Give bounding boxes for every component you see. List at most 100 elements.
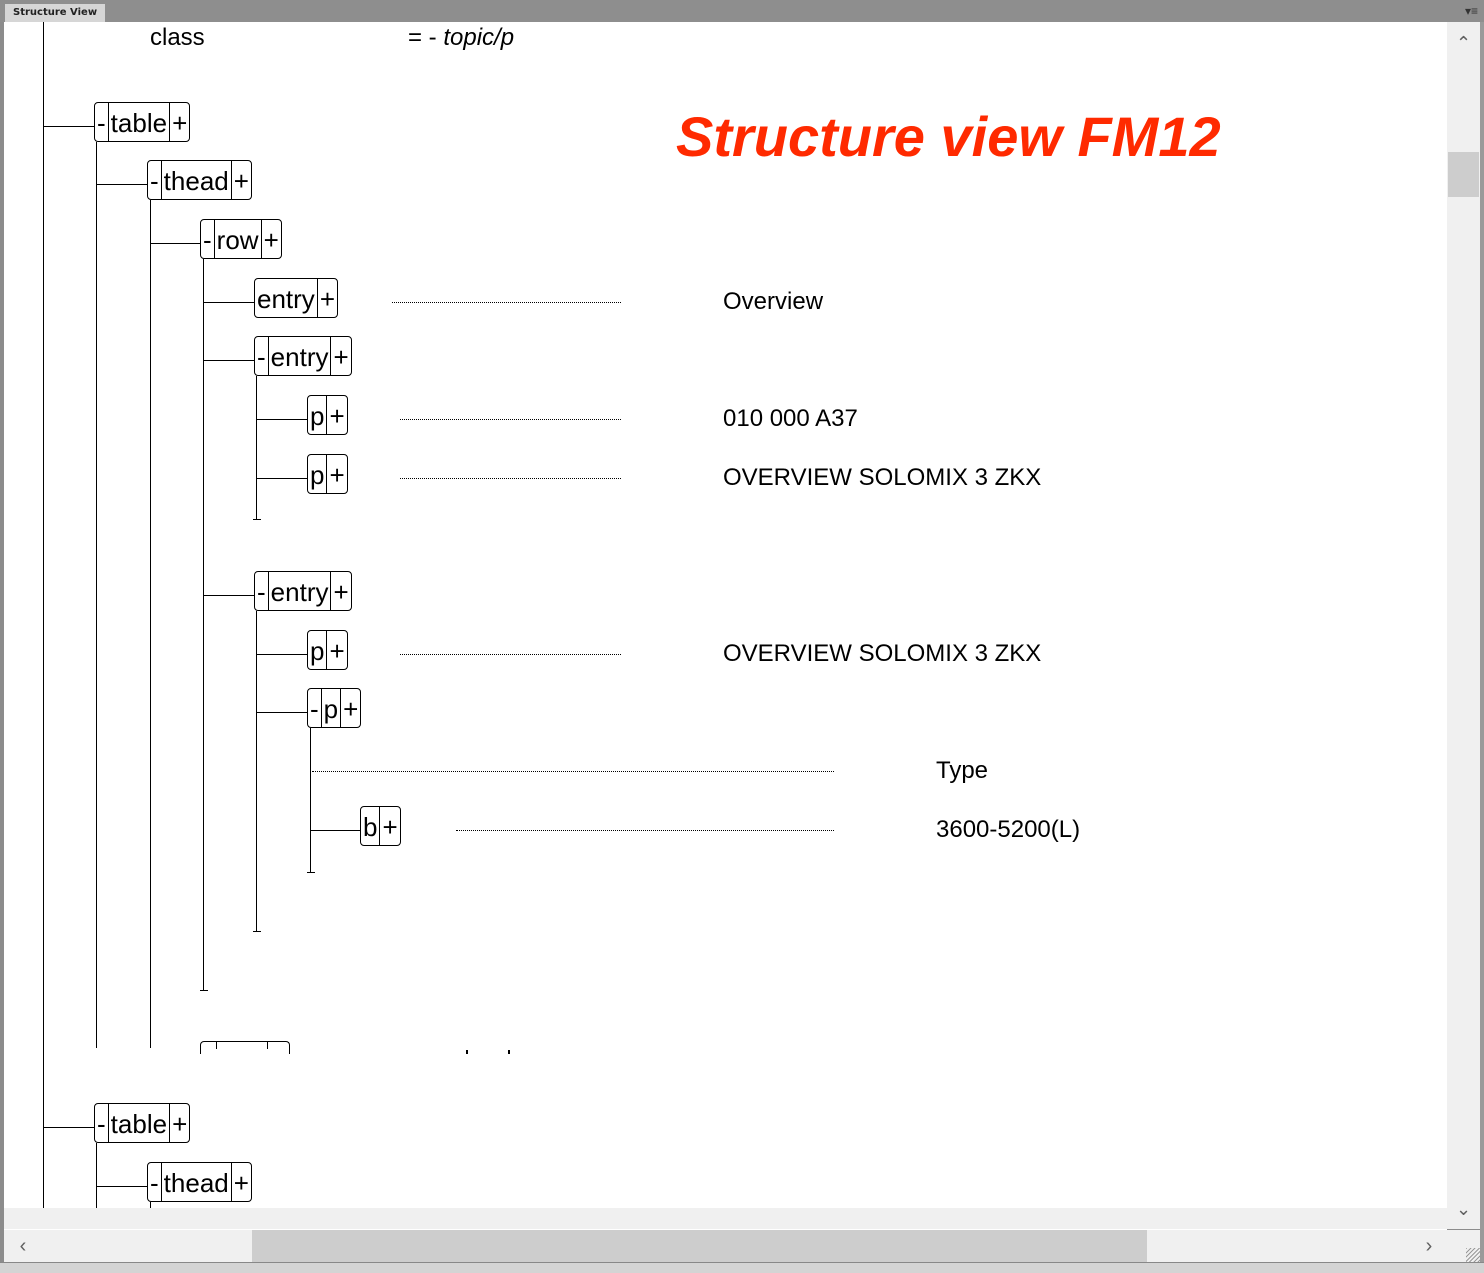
element-content[interactable]: 010 000 A37 [723,405,858,432]
element-label: b [363,812,378,842]
tree-line [267,1041,268,1049]
element-entry[interactable]: entry + [254,278,338,318]
element-label: table [107,1104,169,1142]
content-leader [456,830,834,831]
tree-line [256,376,257,520]
add-element-button[interactable]: + [330,572,350,610]
vertical-scroll-thumb[interactable] [1448,152,1479,197]
add-element-button[interactable]: + [260,220,281,258]
horizontal-scrollbar[interactable]: ‹ › [4,1230,1480,1262]
scroll-right-icon[interactable]: › [1425,1235,1433,1257]
element-thead[interactable]: - thead + [147,160,252,200]
collapse-toggle[interactable]: - [203,225,212,255]
tree-line [43,22,44,1208]
element-label: p [310,460,325,490]
element-label: table [107,103,169,141]
tree-line-end [253,519,261,520]
tree-line [150,200,151,1048]
tree-line [256,478,308,479]
element-p[interactable]: p + [307,395,348,435]
content-leader [400,478,621,479]
tree-line [96,1186,148,1187]
tree-line [203,595,255,596]
horizontal-scroll-thumb[interactable] [252,1230,1147,1262]
element-thead[interactable]: - thead + [147,1162,252,1202]
scroll-up-icon[interactable]: ⌃ [1455,33,1472,53]
collapse-toggle[interactable]: - [150,1168,159,1198]
element-content[interactable]: OVERVIEW SOLOMIX 3 ZKX [723,464,1042,491]
element-content[interactable]: Overview [723,288,824,315]
collapse-toggle[interactable]: - [257,577,266,607]
tree-line [43,1127,95,1128]
add-element-button[interactable]: + [340,689,360,727]
content-leader [400,419,621,420]
add-element-button[interactable]: + [330,337,350,375]
element-label: entry [257,284,315,314]
add-element-button[interactable]: + [379,807,399,845]
tree-line [256,712,308,713]
tree-line-end [253,931,261,932]
tree-line [43,126,95,127]
content-leader [312,771,834,772]
tree-line [466,1050,468,1054]
attribute-value: = - topic/p [408,24,514,52]
right-edge [1480,22,1484,1262]
element-table[interactable]: - table + [94,1103,191,1143]
partial-node [200,1041,290,1054]
element-row[interactable]: - row + [200,219,282,259]
element-p[interactable]: p + [307,454,348,494]
collapse-toggle[interactable]: - [97,108,106,138]
add-element-button[interactable]: + [326,631,346,669]
element-p[interactable]: - p + [307,688,362,728]
add-element-button[interactable]: + [326,396,346,434]
overlay-title: Structure view FM12 [676,105,1221,168]
content-leader [400,654,621,655]
tree-line-end [200,990,208,991]
structure-canvas[interactable]: class = - topic/p Structure view FM12 - … [4,22,1447,1208]
collapse-toggle[interactable]: - [257,342,266,372]
element-label: entry [267,572,331,610]
tree-line [310,728,311,873]
add-element-button[interactable]: + [316,279,337,317]
panel-menu-icon[interactable]: ▾≡ [1464,4,1478,18]
tree-line-end [307,872,315,873]
element-content[interactable]: 3600-5200(L) [936,816,1081,843]
tree-line [96,142,97,1048]
add-element-button[interactable]: + [230,161,251,199]
add-element-button[interactable]: + [169,103,189,141]
add-element-button[interactable]: + [326,455,346,493]
add-element-button[interactable]: + [169,1104,189,1142]
tree-line [256,419,308,420]
element-label: p [310,636,325,666]
element-content[interactable]: OVERVIEW SOLOMIX 3 ZKX [723,640,1042,667]
element-label: entry [267,337,331,375]
text-content[interactable]: Type [936,757,989,784]
add-element-button[interactable]: + [230,1163,251,1201]
structure-view-tab[interactable]: Structure View [5,4,106,22]
element-table[interactable]: - table + [94,102,191,142]
element-entry[interactable]: - entry + [254,571,352,611]
element-b[interactable]: b + [360,806,401,846]
collapse-toggle[interactable]: - [150,166,159,196]
tree-line [310,830,362,831]
tree-line [508,1050,510,1054]
tree-line [96,184,148,185]
tree-line [216,1041,217,1049]
element-label: row [213,220,261,258]
panel-bottom-bar [0,1262,1484,1273]
tree-line [203,360,255,361]
element-p[interactable]: p + [307,630,348,670]
vertical-scrollbar[interactable]: ⌃ ⌄ [1447,22,1480,1229]
element-label: thead [160,1163,231,1201]
tree-line [203,259,204,991]
element-label: p [320,689,340,727]
element-entry[interactable]: - entry + [254,336,352,376]
attribute-operator: = - [408,24,437,51]
collapse-toggle[interactable]: - [97,1109,106,1139]
tree-line [203,302,255,303]
scroll-down-icon[interactable]: ⌄ [1455,1199,1472,1219]
scroll-left-icon[interactable]: ‹ [19,1235,27,1257]
collapse-toggle[interactable]: - [310,694,319,724]
element-label: p [310,401,325,431]
resize-grip-icon[interactable] [1466,1248,1480,1262]
